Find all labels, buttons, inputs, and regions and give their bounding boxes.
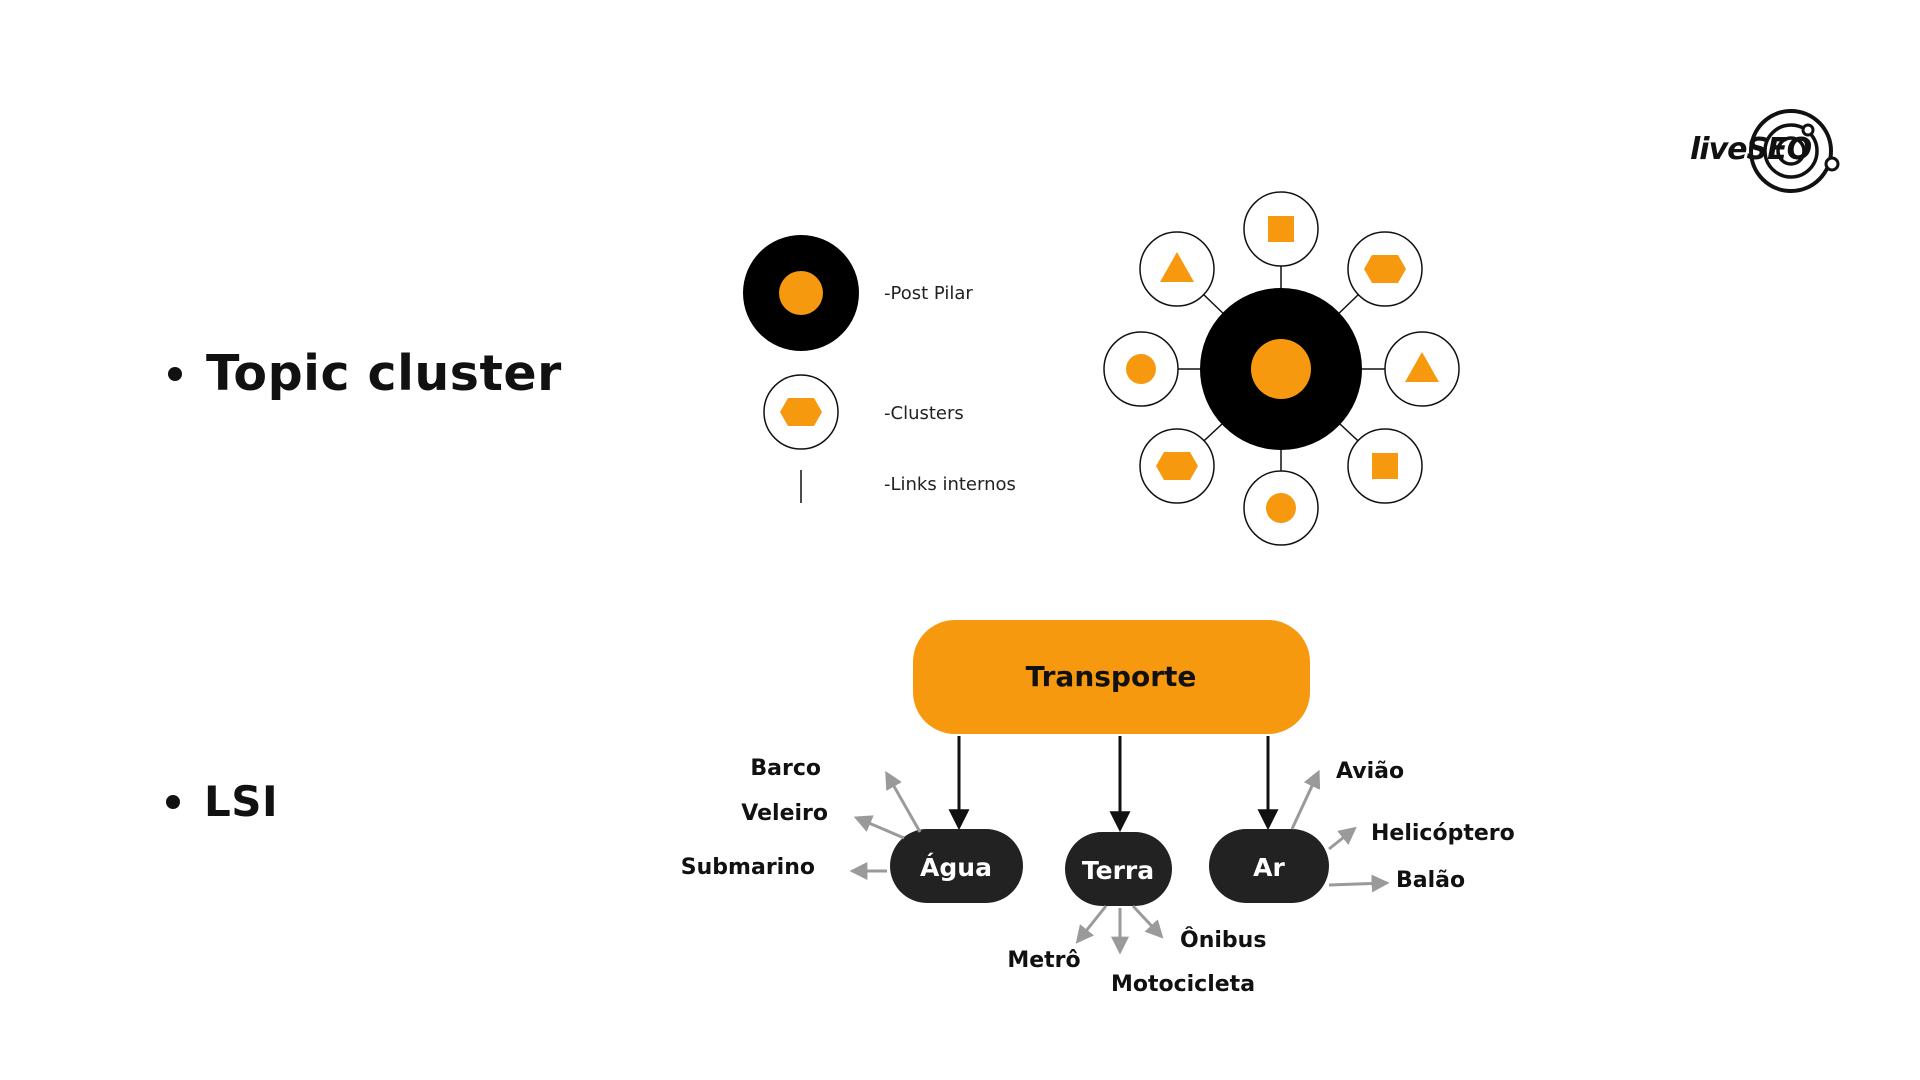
lsi-leaf-balao: Balão bbox=[1396, 868, 1465, 893]
bullet-lsi: LSI bbox=[166, 777, 278, 826]
pillar-node bbox=[1200, 288, 1362, 450]
legend-cluster-icon bbox=[763, 374, 839, 450]
lsi-leaf-submarino: Submarino bbox=[681, 855, 815, 880]
legend-links-internos-label: -Links internos bbox=[884, 474, 1016, 495]
bullet-label: LSI bbox=[204, 777, 279, 826]
cluster-node-top-left bbox=[1139, 231, 1215, 307]
lsi-leaf-barco: Barco bbox=[750, 756, 821, 781]
legend-clusters-label: -Clusters bbox=[884, 403, 964, 424]
cluster-links bbox=[1145, 265, 1387, 472]
pillar-core-circle-icon bbox=[1251, 339, 1311, 399]
cluster-node-top-right bbox=[1347, 231, 1423, 307]
logo-orbit-icon bbox=[1749, 109, 1840, 193]
legend-post-pilar-icon bbox=[743, 235, 859, 351]
cluster-node-top bbox=[1243, 191, 1319, 267]
lsi-leaf-onibus: Ônibus bbox=[1180, 927, 1266, 953]
circle-icon bbox=[1126, 354, 1156, 384]
lsi-node-ar-label: Ar bbox=[1253, 853, 1285, 882]
lsi-node-terra bbox=[1065, 832, 1172, 906]
circle-icon bbox=[1266, 493, 1296, 523]
square-icon bbox=[1268, 216, 1294, 242]
lsi-main-arrows bbox=[948, 736, 1279, 833]
lsi-leaf-motocicleta: Motocicleta bbox=[1111, 972, 1255, 997]
lsi-leaf-helicoptero: Helicóptero bbox=[1371, 821, 1515, 846]
triangle-icon bbox=[1405, 352, 1439, 382]
bullet-topic-cluster: Topic cluster bbox=[168, 345, 562, 402]
square-icon bbox=[1372, 453, 1398, 479]
liveseo-logo: liveSEO bbox=[1690, 106, 1840, 196]
lsi-node-agua-label: Água bbox=[920, 853, 992, 882]
cluster-node-bottom bbox=[1243, 470, 1319, 546]
lsi-leaf-aviao: Avião bbox=[1336, 759, 1404, 784]
cluster-node-right bbox=[1384, 331, 1460, 407]
cluster-node-bottom-left bbox=[1139, 428, 1215, 504]
lsi-root-label: Transporte bbox=[1026, 660, 1197, 693]
legend-post-pilar-core-icon bbox=[779, 271, 823, 315]
bullet-dot bbox=[166, 794, 180, 809]
bullet-label: Topic cluster bbox=[206, 345, 562, 402]
lsi-leaf-veleiro: Veleiro bbox=[741, 801, 828, 826]
lsi-node-terra-label: Terra bbox=[1082, 856, 1154, 885]
legend-cluster-hexagon-icon bbox=[780, 398, 822, 426]
logo-wordmark: liveSEO bbox=[1690, 132, 1812, 167]
triangle-icon bbox=[1160, 252, 1194, 282]
hexagon-icon bbox=[1156, 452, 1198, 480]
lsi-root-node bbox=[913, 620, 1310, 734]
hexagon-icon bbox=[1364, 255, 1406, 283]
lsi-node-ar bbox=[1209, 829, 1329, 903]
lsi-node-agua bbox=[890, 829, 1023, 903]
bullet-dot bbox=[168, 366, 182, 381]
legend-post-pilar-label: -Post Pilar bbox=[884, 283, 973, 304]
lsi-leaf-arrows bbox=[849, 769, 1390, 955]
cluster-node-left bbox=[1103, 331, 1179, 407]
cluster-node-bottom-right bbox=[1347, 428, 1423, 504]
lsi-leaf-metro: Metrô bbox=[1007, 948, 1080, 973]
